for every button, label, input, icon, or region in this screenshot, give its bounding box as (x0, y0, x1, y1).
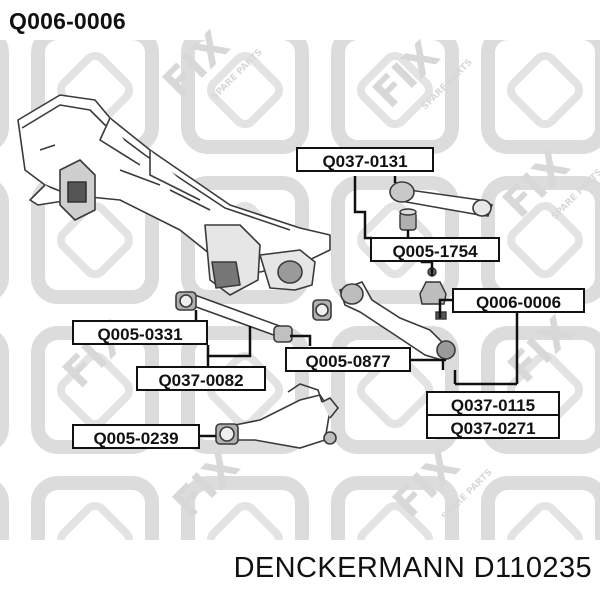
callout-q037-0115: Q037-0115 (426, 391, 560, 416)
lower-wishbone (312, 281, 456, 362)
callout-q006-0006: Q006-0006 (452, 288, 585, 313)
lateral-link (175, 291, 293, 343)
footer-part-reference: DENCKERMANN D110235 (233, 552, 592, 584)
bushing-q005-1754 (399, 208, 417, 231)
page-title: Q006-0006 (9, 8, 126, 34)
subframe (17, 94, 331, 296)
callout-q005-0239: Q005-0239 (72, 424, 200, 449)
callout-q005-1754: Q005-1754 (370, 237, 500, 262)
callout-q037-0271: Q037-0271 (426, 414, 560, 439)
callout-q037-0082: Q037-0082 (136, 366, 266, 391)
callout-q005-0331: Q005-0331 (72, 320, 208, 345)
callout-q005-0877: Q005-0877 (285, 347, 411, 372)
callout-q037-0131: Q037-0131 (296, 147, 434, 172)
upper-control-arm (389, 181, 494, 217)
lower-rear-arm (215, 383, 340, 449)
